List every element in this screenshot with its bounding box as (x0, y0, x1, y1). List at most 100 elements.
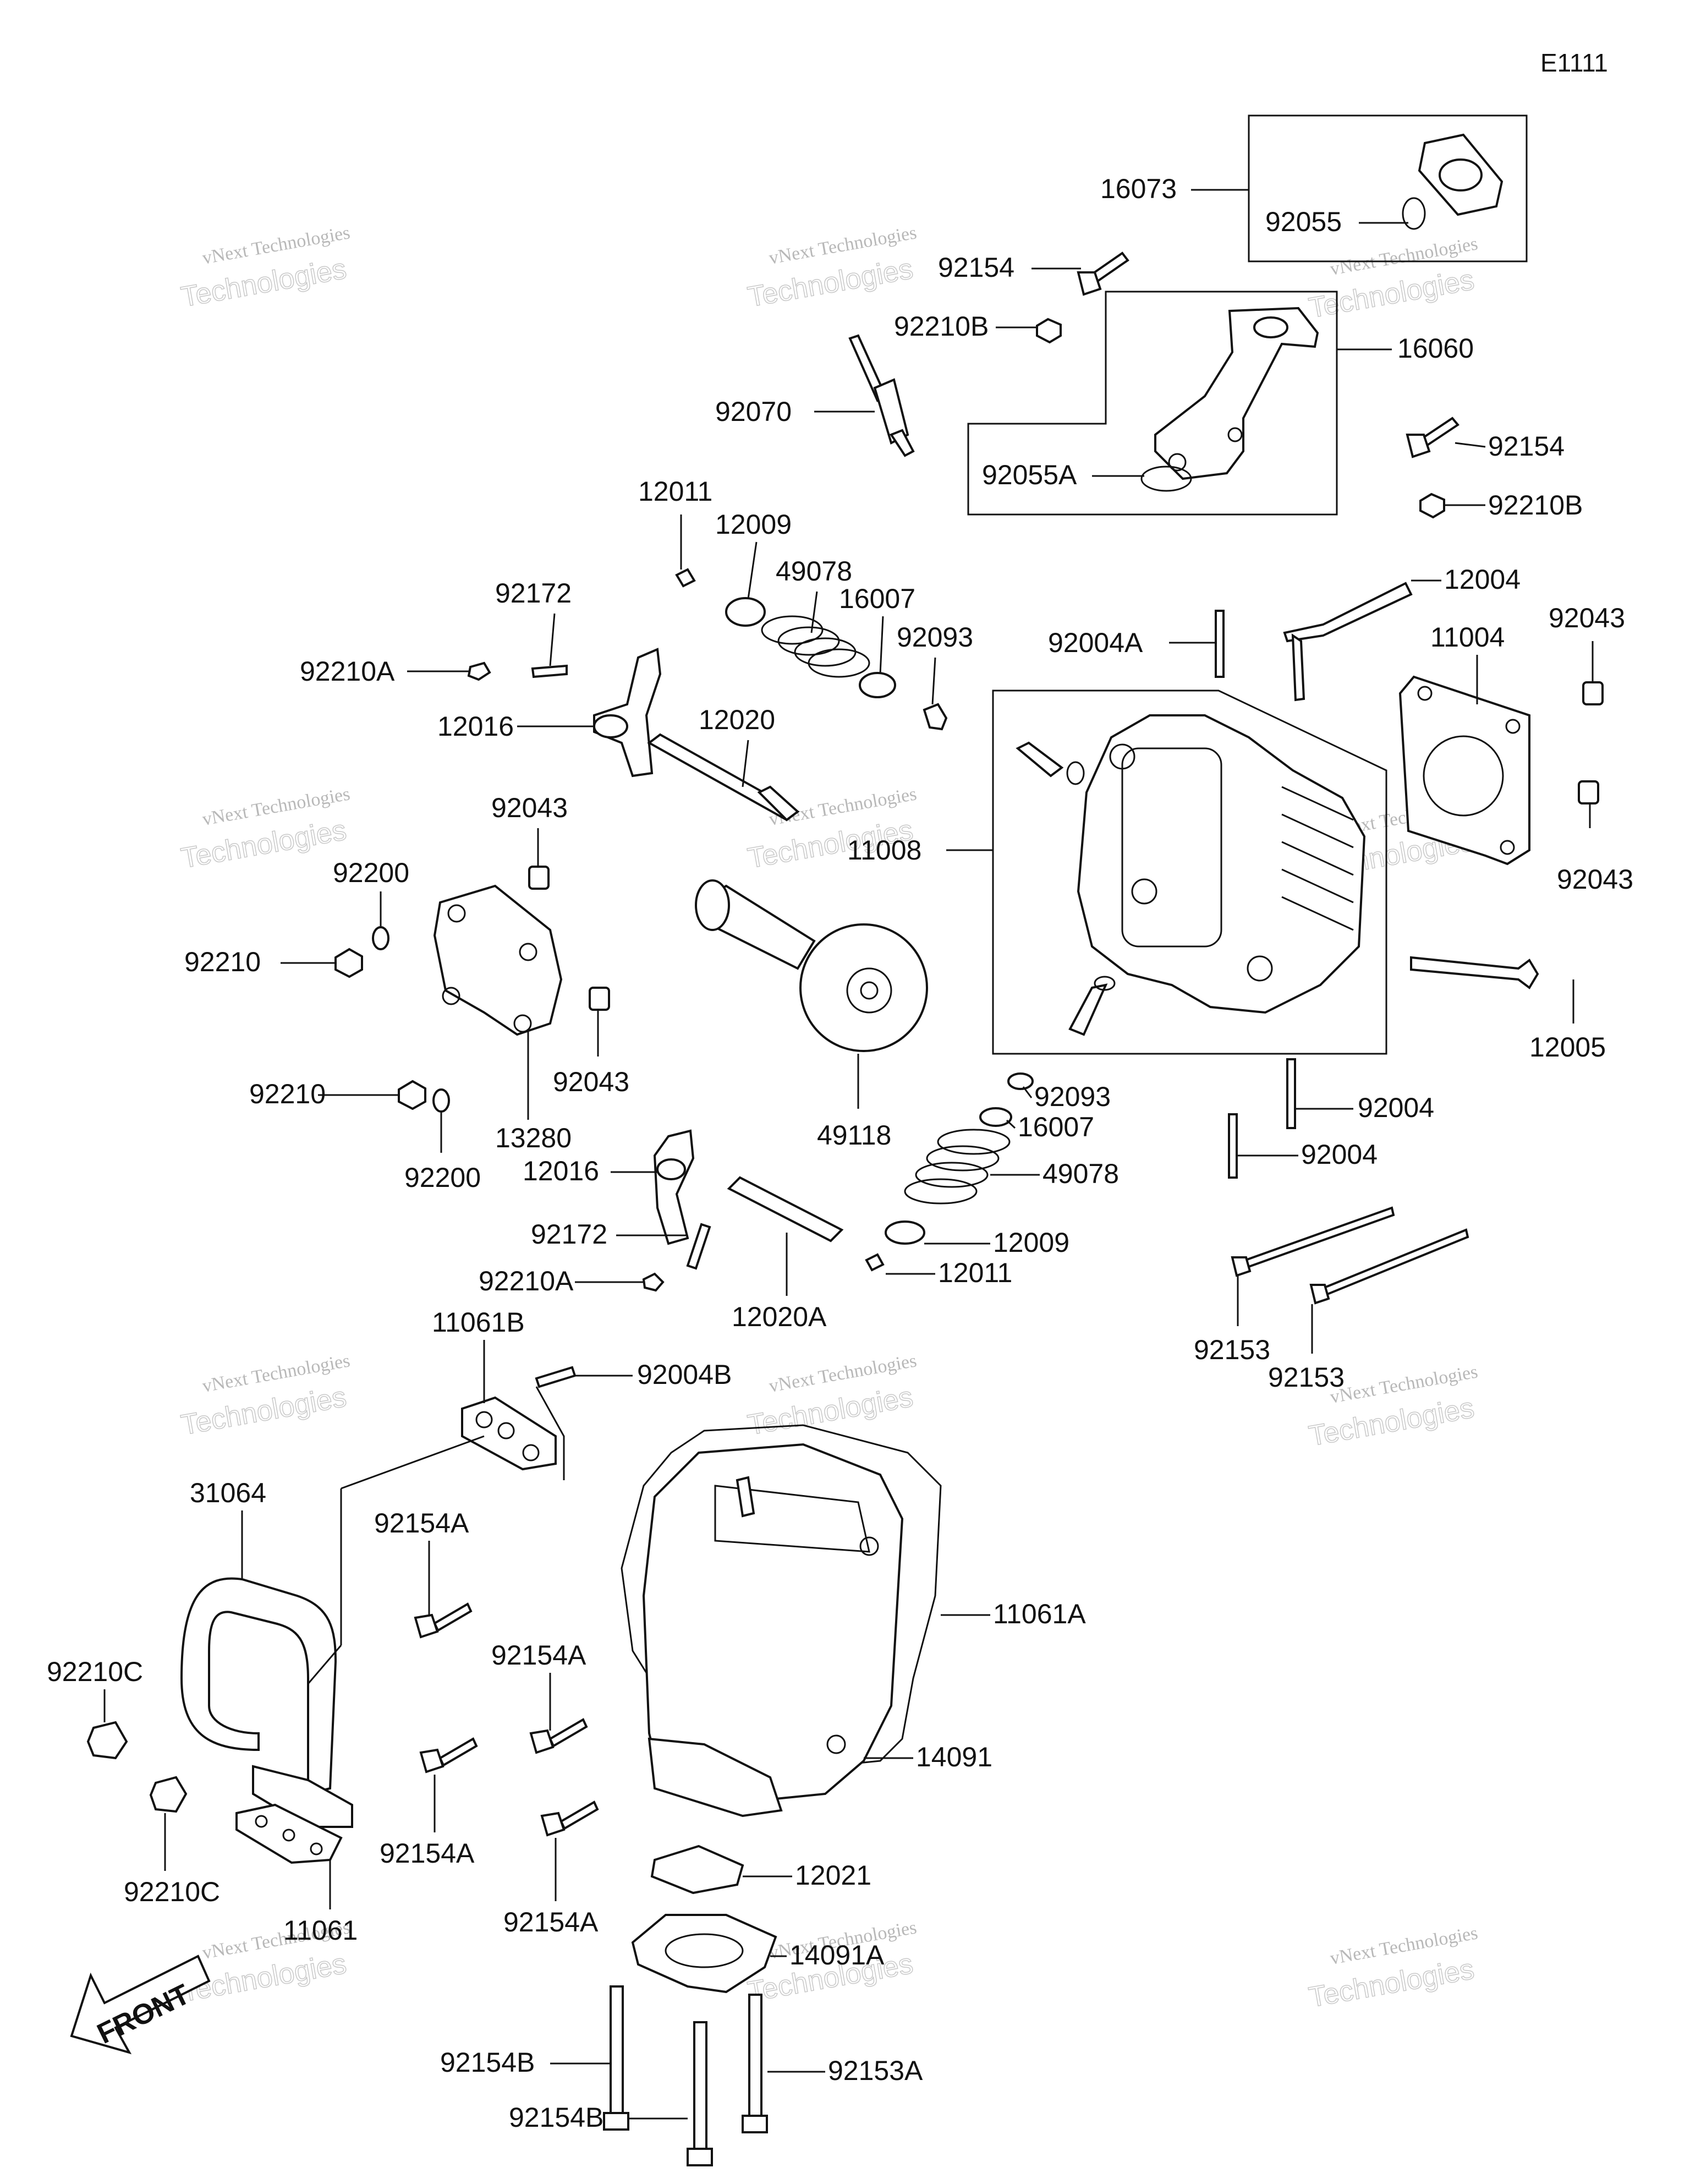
part-label-92154b-lower: 92154B (509, 2102, 603, 2133)
plate-16073-drawing (1402, 133, 1504, 230)
group-box-16073 (1248, 114, 1528, 262)
watermark: vNext Technologies Technologies (178, 222, 352, 314)
part-label-49078-lower: 49078 (1042, 1158, 1119, 1189)
plate-11061b-drawing (461, 1396, 557, 1471)
shaft-12020-drawing (647, 733, 800, 822)
part-label-16007-lower: 16007 (1018, 1112, 1094, 1142)
part-label-92172: 92172 (495, 578, 572, 609)
part-label-12016-lower: 12016 (523, 1156, 599, 1186)
pipe-31064-drawing (180, 1577, 353, 1828)
part-label-92043-right: 92043 (1557, 864, 1633, 895)
bolt-92154b-drawing (1406, 417, 1459, 458)
part-label-92210b: 92210B (894, 311, 989, 342)
nut-92210b-drawing (1036, 318, 1062, 344)
valve-12004-drawing (1283, 582, 1413, 702)
part-label-16007: 16007 (839, 583, 915, 614)
part-label-49078: 49078 (776, 556, 852, 587)
seal-92093-lower-drawing (1007, 1072, 1034, 1090)
part-label-92093-lower: 92093 (1034, 1081, 1111, 1112)
clip-lower-drawing (1094, 976, 1116, 991)
shaft-12020a-drawing (727, 1176, 844, 1242)
seat-16007-lower-drawing (979, 1107, 1012, 1127)
stud-92004-drawing (1286, 1058, 1296, 1129)
part-label-12016: 12016 (437, 711, 514, 742)
spark-plug-92070-drawing (848, 334, 915, 457)
group-boxes (967, 114, 1528, 1055)
valve-guide-drawing (1016, 741, 1064, 778)
part-label-92153: 92153 (1194, 1334, 1270, 1365)
intake-pipe-16060-drawing (1154, 306, 1319, 480)
spring-49078-drawing (761, 615, 870, 678)
part-label-12011-lower: 12011 (938, 1257, 1012, 1288)
part-label-16060: 16060 (1397, 333, 1474, 364)
part-label-92154a-2: 92154A (491, 1640, 586, 1671)
watermark: vNext Technologies Technologies (1306, 1923, 1479, 2014)
part-label-92200: 92200 (333, 857, 409, 888)
part-label-13280: 13280 (495, 1123, 572, 1153)
part-label-92210: 92210 (184, 946, 261, 977)
dowel-92043d-drawing (589, 987, 610, 1011)
part-label-12005: 12005 (1529, 1032, 1606, 1063)
part-label-11061a: 11061A (993, 1599, 1086, 1629)
part-label-12009-lower: 12009 (993, 1227, 1069, 1258)
part-label-92154b: 92154B (440, 2047, 535, 2078)
part-label-11008: 11008 (847, 835, 921, 866)
part-label-12004: 12004 (1444, 564, 1521, 595)
holder-13280-drawing (433, 884, 563, 1036)
part-label-12009: 12009 (715, 509, 792, 540)
part-label-92153a: 92153A (828, 2055, 923, 2086)
part-label-92043: 92043 (1549, 603, 1625, 633)
pad-12021-drawing (650, 1844, 744, 1895)
dowel-92043c-drawing (528, 866, 550, 890)
bolt-92154a-2-drawing (529, 1718, 588, 1754)
nut-92210b-drawing (398, 1080, 426, 1110)
washer-92200-drawing (372, 926, 389, 950)
part-label-12021: 12021 (795, 1860, 871, 1891)
bolt-92153-drawing (1231, 1206, 1395, 1277)
bolt-92154a-drawing (414, 1602, 473, 1639)
cover-14091-drawing (642, 1443, 904, 1818)
bolt-92153b-drawing (1309, 1228, 1469, 1305)
dowel-92043-drawing (1582, 681, 1604, 705)
rocker-arm-12016-lower-drawing (653, 1129, 695, 1245)
part-label-92154: 92154 (938, 252, 1014, 283)
part-label-92210-lower: 92210 (249, 1079, 326, 1109)
part-label-16073: 16073 (1100, 173, 1177, 204)
part-label-92153-right: 92153 (1268, 1362, 1345, 1393)
bolt-92154b-2-drawing (687, 2021, 713, 2166)
stud-92004b-top-drawing (535, 1366, 577, 1388)
part-label-92210c-lower: 92210C (124, 1876, 220, 1907)
part-label-12020: 12020 (699, 704, 775, 735)
nut-92210-drawing (334, 948, 363, 978)
part-label-92093: 92093 (897, 622, 973, 653)
clip-drawing (1066, 761, 1085, 785)
part-label-92154a: 92154A (374, 1508, 469, 1539)
watermark: vNext Technologies Technologies (178, 1350, 352, 1442)
cap-92210c-lower-drawing (149, 1776, 188, 1813)
rocker-arm-12016-drawing (593, 648, 662, 778)
cap-92210c-drawing (86, 1721, 128, 1760)
watermark: vNext Technologies Technologies (1306, 233, 1479, 325)
bolt-92154a-3-drawing (419, 1737, 478, 1774)
part-label-12020a: 12020A (732, 1301, 827, 1332)
part-label-92210b-right: 92210B (1488, 490, 1583, 521)
nut-92210a-drawing (467, 661, 491, 681)
camshaft-49118-drawing (695, 879, 928, 1052)
part-labels: 16073 92055 92154 92210B 16060 92070 921… (47, 173, 1633, 2133)
part-label-12011: 12011 (638, 476, 712, 507)
watermark: vNext Technologies Technologies (745, 222, 918, 314)
bolt-92154a-4-drawing (540, 1800, 599, 1837)
part-label-92043-lower: 92043 (553, 1066, 629, 1097)
keeper-12011-drawing (675, 568, 696, 588)
part-label-31064: 31064 (190, 1477, 266, 1508)
group-box-16060 (967, 291, 1338, 516)
part-label-92055: 92055 (1265, 206, 1342, 237)
valve-guide-lower-drawing (1068, 983, 1108, 1036)
gasket-11004-drawing (1398, 675, 1530, 866)
retainer-12009-drawing (725, 597, 766, 627)
bolt-92154-drawing (1077, 251, 1129, 296)
part-label-92004a: 92004A (1048, 627, 1143, 658)
leader-lines (103, 189, 1594, 2120)
part-label-92043-left: 92043 (491, 792, 568, 823)
washer-92200b-drawing (432, 1088, 450, 1113)
